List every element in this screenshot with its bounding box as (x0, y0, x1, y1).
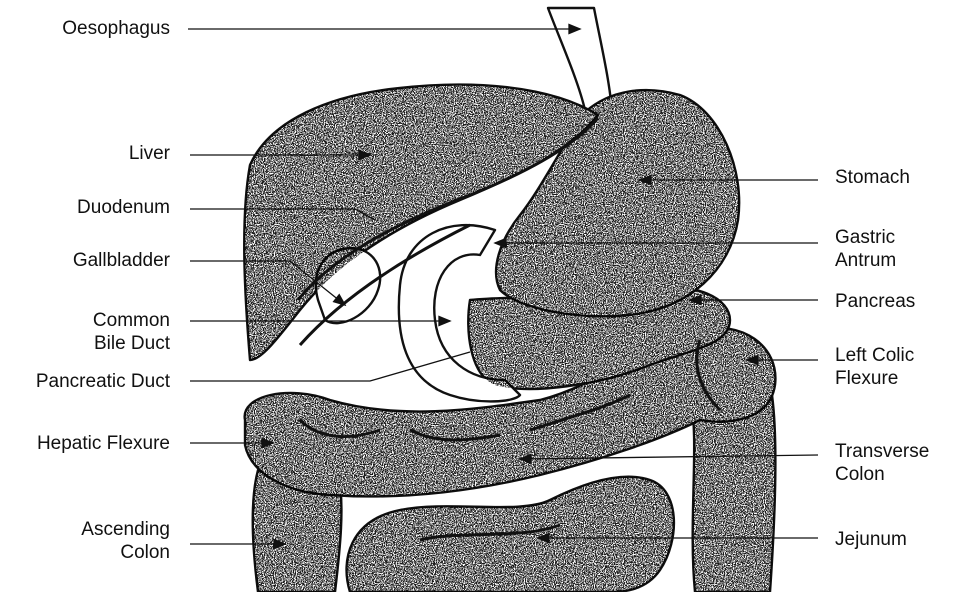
oesophagus-label-line: Oesophagus (62, 17, 170, 40)
hepatic-flexure-label-line: Hepatic Flexure (37, 432, 170, 455)
ascending-colon-label-line: Colon (81, 541, 170, 564)
hepatic-flexure-label: Hepatic Flexure (37, 432, 170, 455)
left-colic-flexure-label-line: Flexure (835, 367, 914, 390)
liver-label: Liver (129, 142, 170, 165)
gallbladder-label-line: Gallbladder (73, 249, 170, 272)
duodenum-label-line: Duodenum (77, 196, 170, 219)
left-colic-flexure-label-line: Left Colic (835, 344, 914, 367)
transverse-colon-label-line: Transverse (835, 440, 929, 463)
pancreatic-duct-label: Pancreatic Duct (36, 370, 170, 393)
stomach-label: Stomach (835, 166, 910, 189)
gastric-antrum-label-line: Antrum (835, 249, 896, 272)
pancreas-label-line: Pancreas (835, 290, 915, 313)
common-bile-duct-label-line: Bile Duct (93, 332, 170, 355)
stomach-label-line: Stomach (835, 166, 910, 189)
liver-label-line: Liver (129, 142, 170, 165)
jejunum-label: Jejunum (835, 528, 907, 551)
transverse-colon-label-line: Colon (835, 463, 929, 486)
duodenum-label: Duodenum (77, 196, 170, 219)
gallbladder-label: Gallbladder (73, 249, 170, 272)
pancreatic-duct-label-line: Pancreatic Duct (36, 370, 170, 393)
oesophagus-label: Oesophagus (62, 17, 170, 40)
pancreas-label: Pancreas (835, 290, 915, 313)
gastric-antrum-label-line: Gastric (835, 226, 896, 249)
common-bile-duct-label-line: Common (93, 309, 170, 332)
ascending-colon-label-line: Ascending (81, 518, 170, 541)
jejunum-label-line: Jejunum (835, 528, 907, 551)
common-bile-duct-arrowhead (439, 317, 450, 326)
